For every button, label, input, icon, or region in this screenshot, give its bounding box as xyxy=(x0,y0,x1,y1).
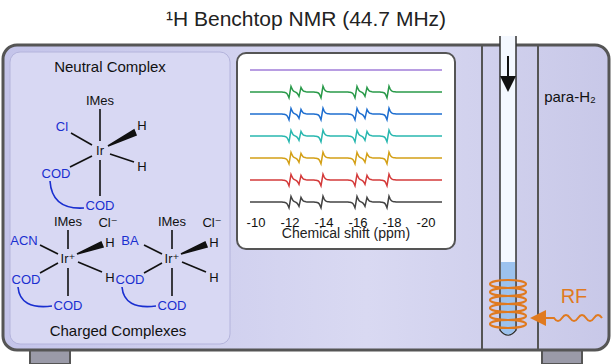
metal-label: Ir⁺ xyxy=(165,252,180,265)
counterion-label: Cl⁻ xyxy=(202,216,221,229)
figure-title: ¹H Benchtop NMR (44.7 MHz) xyxy=(166,8,446,29)
group-heading: Charged Complexes xyxy=(50,323,187,338)
ligand-label: BA xyxy=(121,234,138,247)
ligand-label: COD xyxy=(158,299,187,312)
axis-tick: -12 xyxy=(281,216,300,229)
group-heading: Neutral Complex xyxy=(54,59,166,74)
ligand-label: Cl xyxy=(56,120,68,133)
ligand-label: COD xyxy=(42,167,71,180)
nmr-tube xyxy=(500,36,516,335)
counterion-label: Cl⁻ xyxy=(98,216,117,229)
hydride-label: H xyxy=(105,271,114,284)
ligand-label: COD xyxy=(54,299,83,312)
rf-wave xyxy=(538,315,602,321)
gas-label: para-H₂ xyxy=(544,89,596,104)
rf-label: RF xyxy=(561,286,588,306)
gas-flow-arrow xyxy=(507,56,509,84)
rf-coil xyxy=(490,280,526,328)
bonds xyxy=(18,109,207,307)
axis-tick: -18 xyxy=(383,216,402,229)
axis-tick: -16 xyxy=(349,216,368,229)
hydride-label: H xyxy=(137,119,146,132)
ligand-label: COD xyxy=(86,199,115,212)
instrument-housing xyxy=(3,45,609,350)
ligand-label: COD xyxy=(12,273,41,286)
hydride-label: H xyxy=(137,160,146,173)
ligand-label: IMes xyxy=(54,215,82,228)
ligand-label: IMes xyxy=(158,215,186,228)
ligand-label: ACN xyxy=(10,234,37,247)
axis-tick: -20 xyxy=(417,216,436,229)
ligand-label: COD xyxy=(116,273,145,286)
structure-panel xyxy=(10,52,230,344)
ligand-label: IMes xyxy=(86,94,114,107)
hydride-label: H xyxy=(209,271,218,284)
metal-label: Ir⁺ xyxy=(61,252,76,265)
metal-label: Ir xyxy=(96,144,104,157)
axis-tick: -10 xyxy=(247,216,266,229)
hydride-label: H xyxy=(209,236,218,249)
hydride-label: H xyxy=(105,236,114,249)
axis-tick: -14 xyxy=(315,216,334,229)
